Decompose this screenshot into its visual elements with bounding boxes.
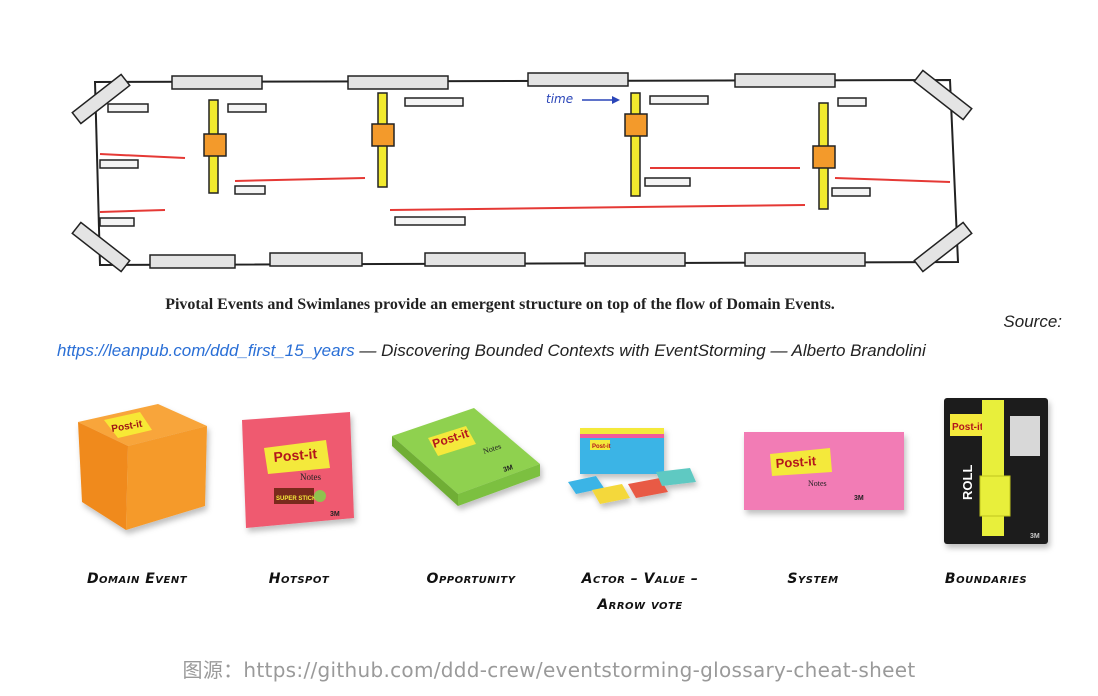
event-stickies [99, 95, 871, 227]
pivotal-events [203, 92, 836, 210]
domain-event-label: Domain Event [86, 571, 188, 587]
frame-outline [93, 78, 960, 267]
source-line: https://leanpub.com/ddd_first_15_years —… [57, 341, 926, 361]
tape-strip [734, 73, 836, 88]
tape-corner [71, 73, 131, 125]
opportunity-label: Opportunity [426, 571, 516, 587]
source-description: — Discovering Bounded Contexts with Even… [354, 341, 926, 360]
tape-corner [913, 221, 973, 273]
svg-text:3M: 3M [330, 511, 340, 518]
tape-corner [913, 69, 973, 121]
eventstorming-diagram: time [71, 69, 973, 273]
tape-strip [269, 252, 363, 267]
system-note: Post-it Notes 3M [744, 432, 904, 510]
boundaries-label: Boundaries [944, 571, 1028, 587]
svg-text:3M: 3M [1030, 533, 1040, 540]
svg-text:Post-it: Post-it [592, 444, 611, 450]
source-label: Source: [1003, 312, 1062, 331]
hotspot-note: Post-it Notes SUPER STICKY 3M [242, 412, 354, 528]
svg-text:Post-it: Post-it [111, 419, 144, 435]
tape-strip [744, 252, 866, 267]
svg-text:Notes: Notes [300, 472, 321, 482]
svg-text:SUPER STICKY: SUPER STICKY [276, 496, 320, 502]
opportunity-note: Post-it Notes 3M [392, 408, 540, 506]
tape-strip [149, 254, 236, 269]
tape-strip [527, 72, 629, 87]
source-link[interactable]: https://leanpub.com/ddd_first_15_years [57, 341, 355, 360]
time-label: time [546, 92, 573, 106]
hotspot-label: Hotspot [268, 571, 330, 587]
tape-strip [584, 252, 686, 267]
svg-text:Post-it: Post-it [775, 453, 817, 471]
svg-text:Post-it: Post-it [952, 422, 984, 433]
swimlane-lines [99, 153, 951, 213]
boundaries-note: Post-it ROLL 3M [944, 398, 1048, 544]
sticky-notes-illustrations: Post-it Post-it Notes SUPER STICKY 3M Po… [78, 398, 1048, 544]
actor-value-note: Post-it [568, 428, 696, 504]
tape-strip [347, 75, 449, 90]
svg-text:3M: 3M [854, 495, 864, 502]
svg-text:Notes: Notes [808, 479, 827, 488]
diagram-caption: Pivotal Events and Swimlanes provide an … [165, 296, 835, 313]
tape-corner [71, 221, 131, 273]
tape-strip [424, 252, 526, 267]
svg-text:Post-it: Post-it [273, 445, 318, 465]
actor-value-label: Actor – Value – Arrow vote [581, 571, 699, 613]
system-label: System [787, 571, 839, 587]
tape-strip [171, 75, 263, 90]
domain-event-note: Post-it [78, 404, 207, 530]
image-source-footer: 图源：https://github.com/ddd-crew/eventstor… [182, 658, 916, 682]
svg-text:3M: 3M [502, 464, 514, 474]
time-arrow-icon [612, 96, 620, 104]
svg-text:ROLL: ROLL [960, 465, 975, 500]
